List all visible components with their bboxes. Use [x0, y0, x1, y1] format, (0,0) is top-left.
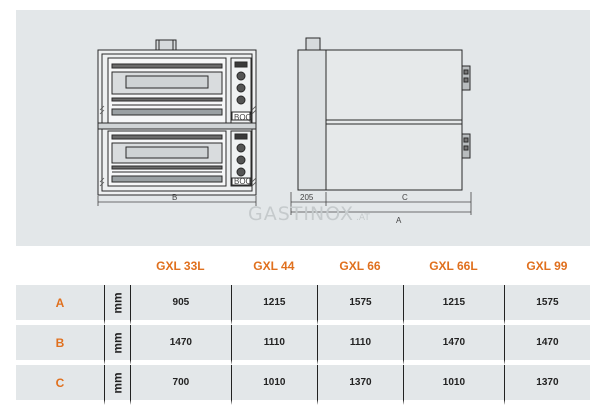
brand-badge-bottom: BOQ	[234, 177, 252, 186]
model-header-gxl-33l: GXL 33L	[130, 247, 231, 285]
unit-cell: mm	[104, 325, 130, 365]
table-cell: 1215	[230, 285, 317, 325]
unit-cell: mm	[104, 365, 130, 405]
table-cell: 1110	[316, 325, 404, 365]
dimensions-table: GXL 33L GXL 44 GXL 66 GXL 66L GXL 99 A m…	[16, 247, 590, 405]
row-label-b: B	[16, 325, 104, 365]
dimension-line-b	[97, 196, 257, 206]
model-header-gxl-99: GXL 99	[503, 247, 590, 285]
table-cell: 1470	[403, 325, 504, 365]
row-label-c: C	[16, 365, 104, 405]
table-cell: 1215	[403, 285, 504, 325]
oven-drawing: BOQ BOQ B	[97, 37, 472, 225]
table-row: B mm 1470 1110 1110 1470 1470	[16, 325, 590, 365]
watermark-suffix: .AT	[356, 213, 370, 223]
table-cell: 1010	[230, 365, 317, 405]
model-header-gxl-66l: GXL 66L	[403, 247, 504, 285]
front-view	[97, 39, 257, 196]
row-label-a: A	[16, 285, 104, 325]
table-cell: 1370	[503, 365, 590, 405]
header-unit-cell	[104, 247, 130, 285]
technical-drawing-panel: BOQ BOQ B	[16, 10, 590, 246]
table-cell: 1575	[503, 285, 590, 325]
table-row: A mm 905 1215 1575 1215 1575	[16, 285, 590, 325]
header-empty-cell	[16, 247, 104, 285]
dimension-label-a: A	[396, 216, 402, 225]
brand-badge-top: BOQ	[234, 113, 252, 122]
dimension-label-b: B	[172, 193, 177, 202]
table-cell: 1370	[316, 365, 404, 405]
unit-cell: mm	[104, 285, 130, 325]
table-cell: 1110	[230, 325, 317, 365]
unit-label: mm	[110, 291, 125, 314]
table-cell: 1470	[503, 325, 590, 365]
dimension-lines-side	[290, 192, 472, 215]
table-cell: 905	[130, 285, 231, 325]
table-cell: 1010	[403, 365, 504, 405]
model-header-gxl-66: GXL 66	[316, 247, 404, 285]
unit-label: mm	[110, 371, 125, 394]
table-cell: 1470	[130, 325, 231, 365]
watermark-text: GASTINOX	[248, 203, 354, 225]
model-header-gxl-44: GXL 44	[230, 247, 317, 285]
dimension-label-205: 205	[300, 193, 314, 202]
side-view	[297, 37, 471, 191]
table-row: C mm 700 1010 1370 1010 1370	[16, 365, 590, 405]
dimension-label-c: C	[402, 193, 408, 202]
table-header-row: GXL 33L GXL 44 GXL 66 GXL 66L GXL 99	[16, 247, 590, 285]
unit-label: mm	[110, 331, 125, 354]
table-cell: 700	[130, 365, 231, 405]
table-cell: 1575	[316, 285, 404, 325]
